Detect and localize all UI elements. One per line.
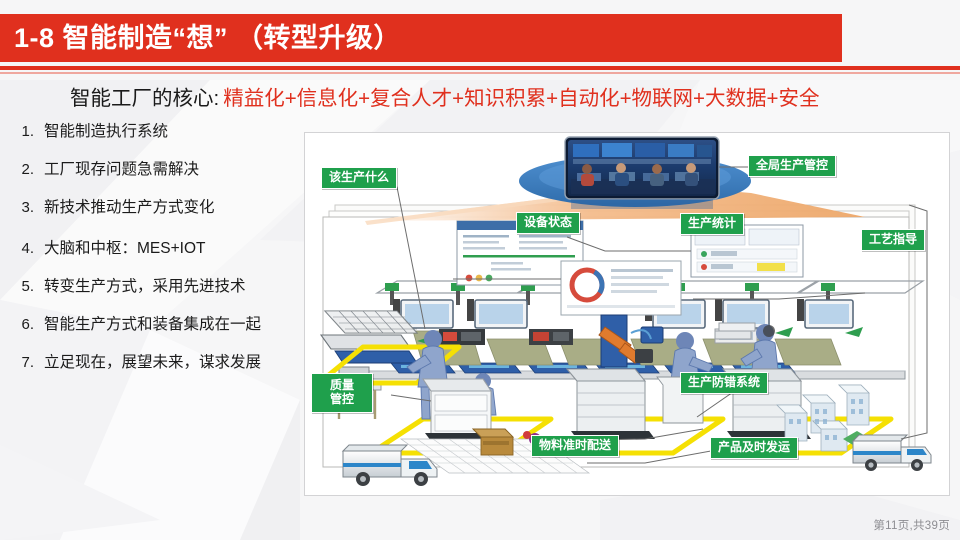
subtitle-highlight: 精益化+信息化+复合人才+知识积累+自动化+物联网+大数据+安全 [223,87,820,110]
list-item-number: 2. [21,161,34,178]
floor-racks [422,368,811,441]
list-item: 7. 立足现在，展望未来，谋求发展 [0,355,300,393]
page-title: 1-8 智能制造“想” （转型升级） [14,22,402,53]
diagram-label-material-jit-delivery[interactable]: 物料准时配送 [531,435,620,457]
title-divider-light [0,72,960,74]
diagram-label-equipment-status[interactable]: 设备状态 [516,212,581,234]
list-item-label: 立足现在，展望未来，谋求发展 [44,354,262,371]
diagram-label-production-statistics[interactable]: 生产统计 [680,213,745,235]
diagram-label-process-guidance[interactable]: 工艺指导 [861,229,926,251]
list-item-number: 4. [21,240,34,257]
control-room-photo [564,136,720,209]
list-item-number: 3. [21,199,34,216]
list-item-number: 1. [21,123,34,140]
list-item: 6. 智能生产方式和装备集成在一起 [0,317,300,355]
list-item: 5. 转变生产方式，采用先进技术 [0,279,300,317]
outbound-truck [851,434,932,471]
list-item: 1. 智能制造执行系统 [0,124,300,162]
robot-arm [598,314,664,368]
slide-title-bar: 1-8 智能制造“想” （转型升级） [0,14,842,62]
list-item: 4. 大脑和中枢：MES+IOT [0,241,300,279]
statistics-report-window [560,260,682,316]
list-item-label: 智能制造执行系统 [44,123,169,140]
smart-factory-diagram: 该生产什么 全局生产管控 设备状态 生产统计 工艺指导 质量 管控 生产防错系统… [304,132,950,496]
title-divider [0,66,960,70]
andon-board [690,224,804,278]
subtitle: 智能工厂的核心:精益化+信息化+复合人才+知识积累+自动化+物联网+大数据+安全 [70,84,950,114]
diagram-label-global-production-ctrl[interactable]: 全局生产管控 [748,155,837,177]
bullet-list: 1. 智能制造执行系统 2. 工厂现存问题急需解决 3. 新技术推动生产方式变化… [0,124,300,393]
list-item-label: 新技术推动生产方式变化 [44,199,215,216]
list-item: 3. 新技术推动生产方式变化 [0,200,300,238]
list-item: 2. 工厂现存问题急需解决 [0,162,300,200]
factory-illustration [305,133,947,493]
list-item-label: 转变生产方式，采用先进技术 [44,278,246,295]
diagram-label-quality-control[interactable]: 质量 管控 [311,373,373,413]
list-item-label: 大脑和中枢：MES+IOT [44,240,206,257]
diagram-label-product-on-time-ship[interactable]: 产品及时发运 [710,437,799,459]
list-item-number: 5. [21,278,34,295]
diagram-label-error-proofing-system[interactable]: 生产防错系统 [680,372,769,394]
page-number: 第11页,共39页 [873,520,950,532]
list-item-label: 智能生产方式和装备集成在一起 [44,316,262,333]
inbound-truck [341,444,438,486]
diagram-label-what-to-produce[interactable]: 该生产什么 [321,167,398,189]
list-item-number: 6. [21,316,34,333]
subtitle-lead: 智能工厂的核心: [70,87,220,110]
list-item-label: 工厂现存问题急需解决 [44,161,200,178]
list-item-number: 7. [21,354,34,371]
